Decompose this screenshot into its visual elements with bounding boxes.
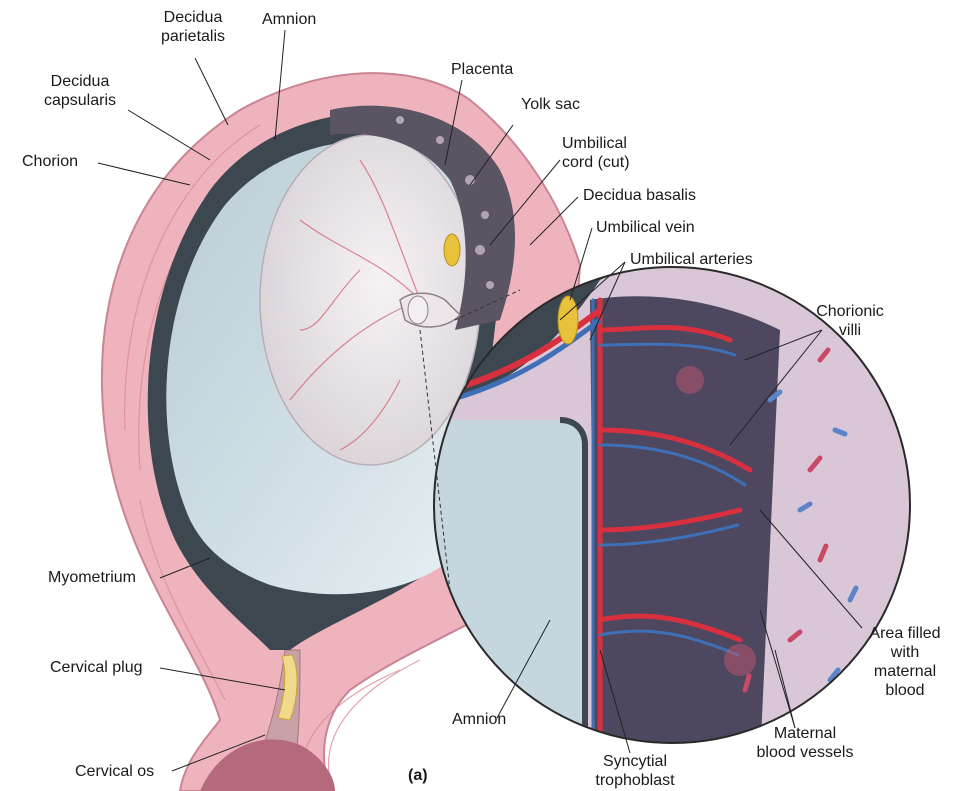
embryo-sac	[260, 135, 480, 465]
label-umbilical-vein: Umbilical vein	[596, 218, 695, 237]
label-umbilical-arteries: Umbilical arteries	[630, 250, 753, 269]
label-cervical-os: Cervical os	[75, 762, 154, 781]
label-cervical-plug: Cervical plug	[50, 658, 142, 677]
figure-letter: (a)	[408, 766, 428, 785]
label-yolk-sac: Yolk sac	[521, 95, 580, 114]
label-placenta: Placenta	[451, 60, 513, 79]
label-amnion-top: Amnion	[262, 10, 316, 29]
label-amnion-bottom: Amnion	[452, 710, 506, 729]
yolk-sac	[444, 234, 460, 266]
label-decidua-basalis: Decidua basalis	[583, 186, 696, 205]
label-chorion: Chorion	[22, 152, 78, 171]
label-myometrium: Myometrium	[48, 568, 136, 587]
